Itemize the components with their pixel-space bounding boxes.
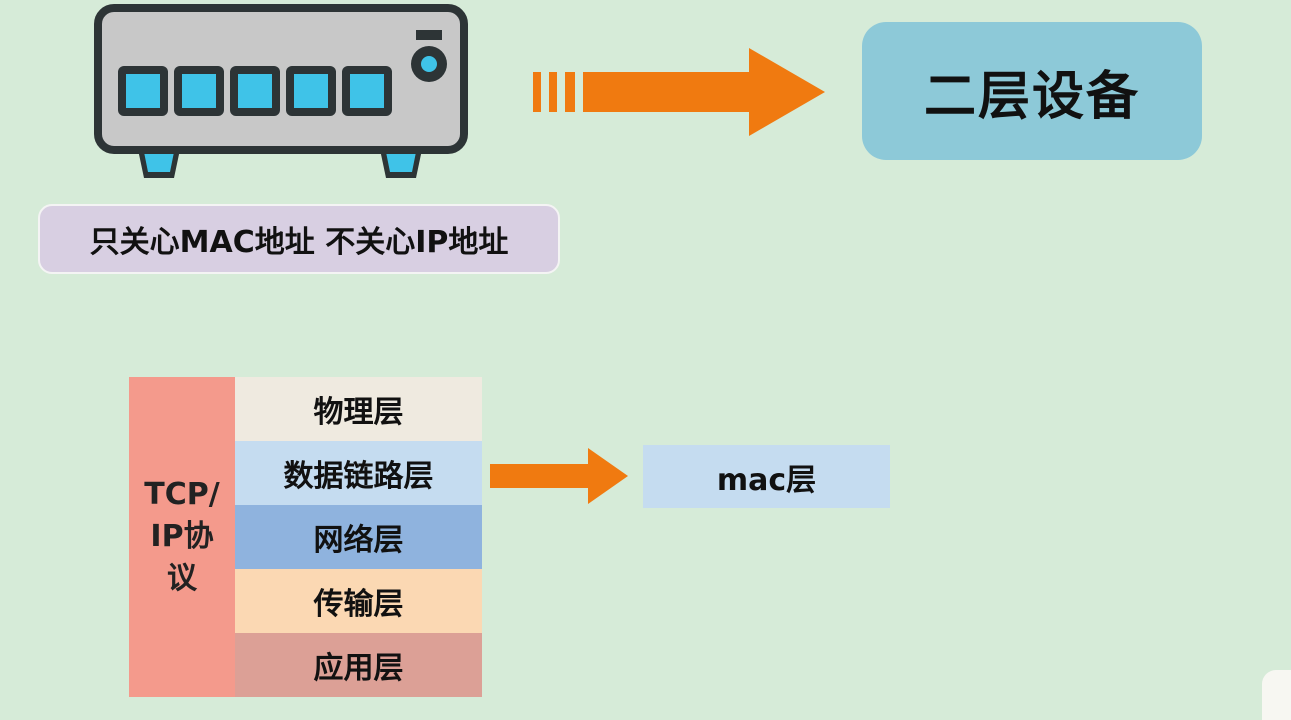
network-switch-icon (94, 4, 468, 178)
switch-ports (118, 66, 392, 116)
mac-layer-box: mac层 (643, 445, 890, 508)
protocol-stack-label-cell: TCP/IP协议 (129, 377, 235, 697)
layer-network: 网络层 (235, 505, 482, 569)
layer-datalink: 数据链路层 (235, 441, 482, 505)
arrow-right-icon (533, 48, 825, 136)
corner-decoration (1262, 670, 1291, 720)
switch-foot-left-light (144, 152, 174, 172)
layer-transport: 传输层 (235, 569, 482, 633)
layer-application: 应用层 (235, 633, 482, 697)
layer2-device-label: 二层设备 (862, 22, 1202, 160)
protocol-stack-label: TCP/IP协议 (144, 477, 220, 596)
switch-foot-right-light (386, 152, 416, 172)
switch-knob-light (421, 56, 437, 72)
switch-indicator-bar (416, 30, 442, 40)
device-caption: 只关心MAC地址 不关心IP地址 (38, 204, 560, 274)
layer-physical: 物理层 (235, 377, 482, 441)
arrow-right-icon (490, 448, 628, 504)
